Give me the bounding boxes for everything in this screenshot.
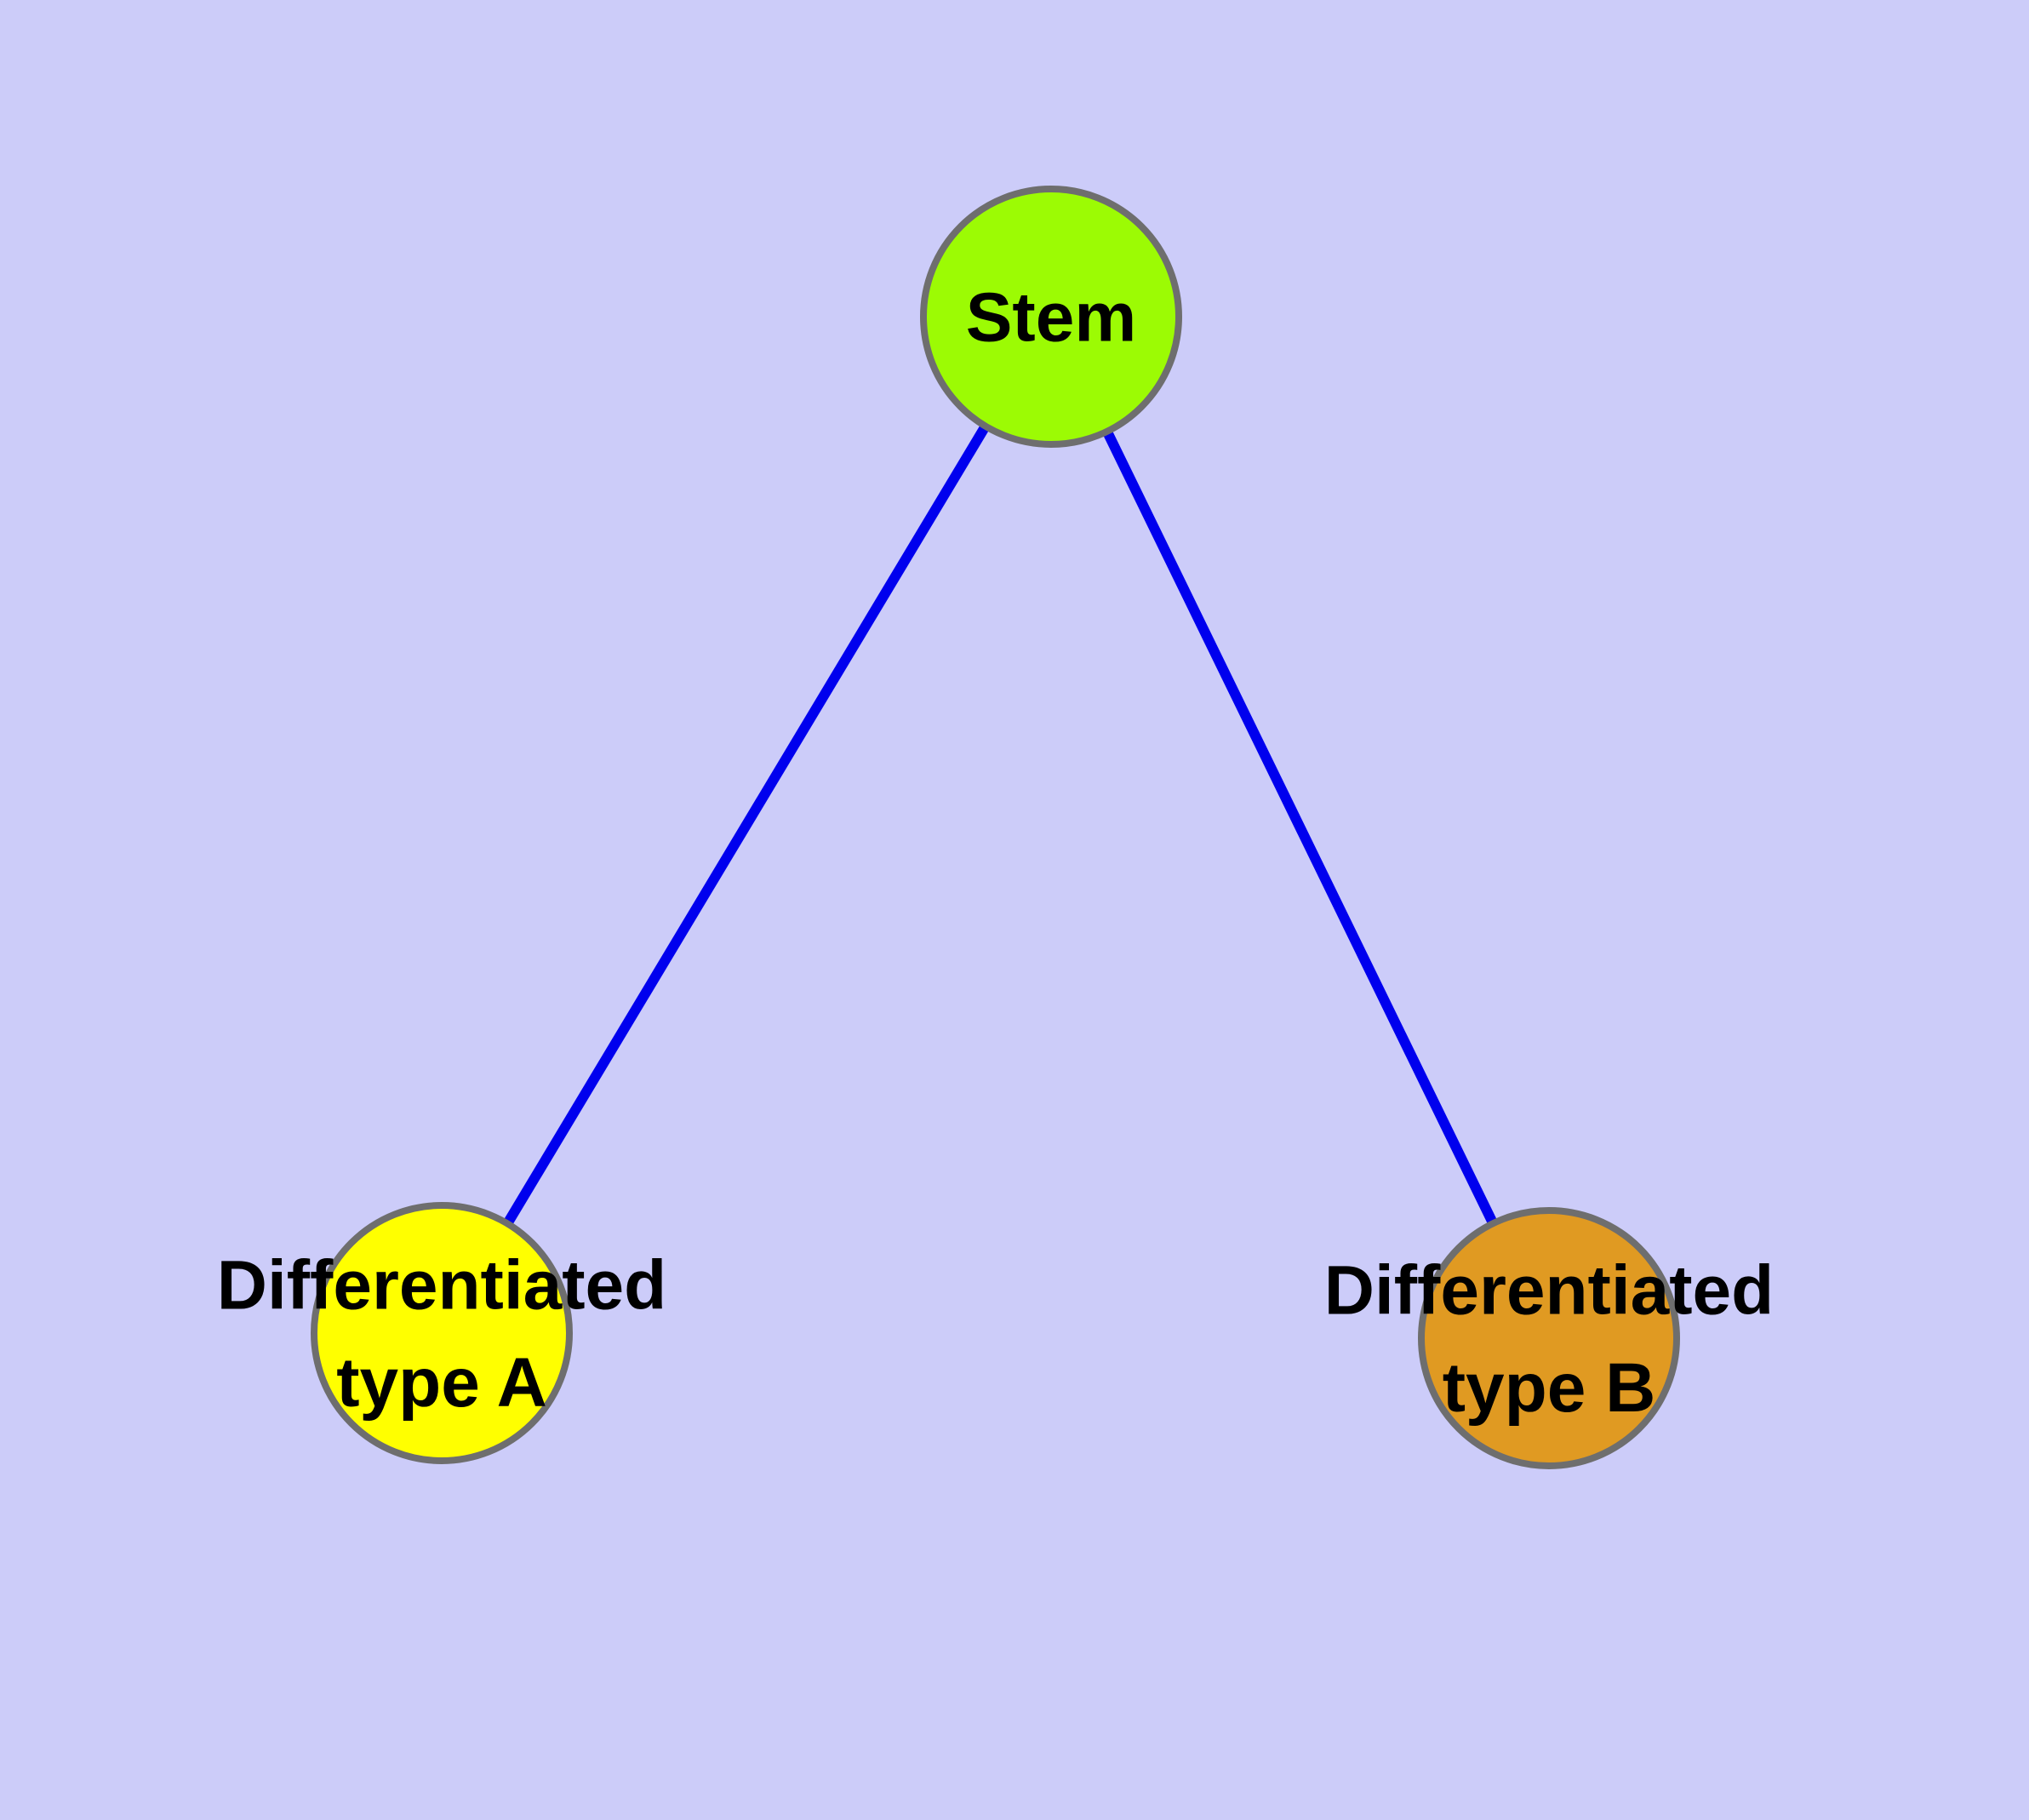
node-circle-layer [311, 186, 1680, 1469]
node-label-line: type A [336, 1344, 547, 1422]
node-stem-circle[interactable] [920, 186, 1182, 448]
edge-stem-to-differentiated-type-a[interactable] [500, 421, 992, 1229]
node-differentiated-type-a-label: Differentiated type A [217, 1246, 667, 1422]
node-differentiated-type-b-label: Differentiated type B [1324, 1251, 1775, 1427]
node-label-line: type B [1443, 1349, 1656, 1427]
node-differentiated-type-b-circle[interactable] [1418, 1207, 1680, 1469]
node-differentiated-type-a-circle[interactable] [311, 1202, 573, 1464]
node-label-line: Differentiated [217, 1246, 667, 1324]
node-label-line: Stem [966, 279, 1137, 357]
node-label-layer: Stem Differentiated type A Differentiated… [217, 279, 1775, 1427]
node-stem-label: Stem [966, 279, 1137, 357]
edge-stem-to-differentiated-type-b[interactable] [1100, 426, 1500, 1229]
node-label-line: Differentiated [1324, 1251, 1775, 1329]
edge-layer [500, 421, 1500, 1229]
